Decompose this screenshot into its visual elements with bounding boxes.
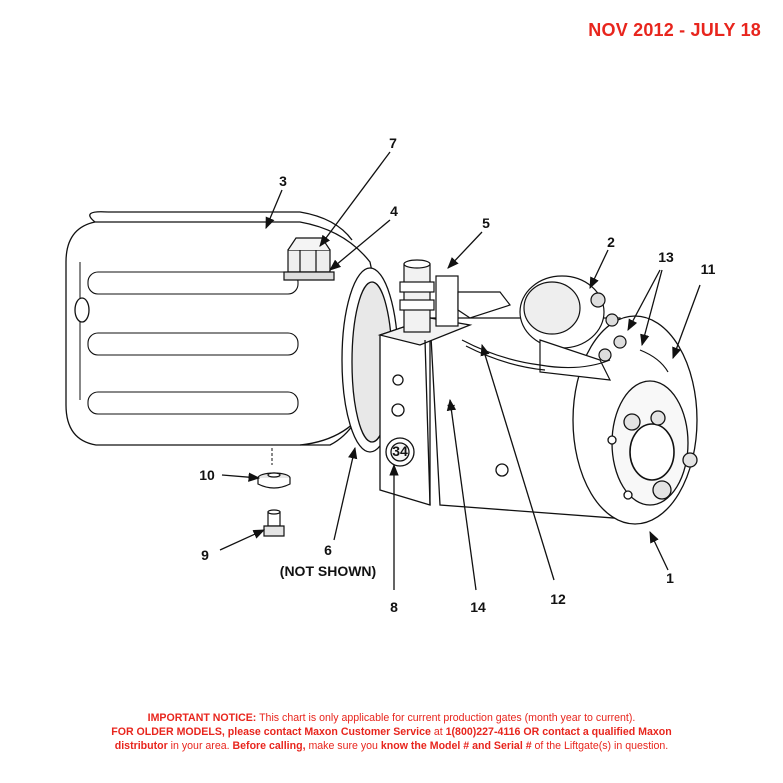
notice-text: make sure you xyxy=(305,740,381,752)
callout-8: 8 xyxy=(390,599,398,615)
callout-3: 3 xyxy=(279,173,287,189)
callout-4: 4 xyxy=(390,203,398,219)
callout-1: 1 xyxy=(666,570,674,586)
suction-fitting xyxy=(263,509,285,537)
notice-distributor: distributor xyxy=(114,740,168,752)
port-stamp: 34 xyxy=(392,443,408,459)
callout-10: 10 xyxy=(199,467,215,483)
callout-5: 5 xyxy=(482,215,490,231)
callout-6-note: (NOT SHOWN) xyxy=(280,563,376,579)
callout-11: 11 xyxy=(701,261,716,277)
power-unit-diagram: 34 ~ xyxy=(65,135,716,615)
notice-text: at xyxy=(430,726,446,738)
notice-phone: 1(800)227-4116 OR contact a qualified Ma… xyxy=(445,726,672,738)
callout-13: 13 xyxy=(658,249,674,265)
start-solenoid xyxy=(519,275,627,381)
callout-9: 9 xyxy=(201,547,209,563)
strainer xyxy=(257,472,291,489)
notice-text: This chart is only applicable for curren… xyxy=(256,712,636,724)
callout-12: 12 xyxy=(550,591,566,607)
notice-text: of the Liftgate(s) in question. xyxy=(531,740,669,752)
important-notice: IMPORTANT NOTICE: This chart is only app… xyxy=(0,711,783,753)
leader-lines xyxy=(219,151,701,591)
notice-line-3: distributor in your area. Before calling… xyxy=(0,739,783,753)
notice-model-serial: know the Model # and Serial # xyxy=(380,740,532,752)
date-range: NOV 2012 - JULY 18 xyxy=(588,20,761,40)
reservoir-tank xyxy=(65,211,379,446)
filler-breather-cap xyxy=(283,237,335,281)
callout-6: 6 xyxy=(324,542,332,558)
solenoid-valve-cartridge xyxy=(399,259,511,333)
notice-text: in your area. xyxy=(167,740,233,752)
notice-heading: IMPORTANT NOTICE: xyxy=(147,712,257,724)
notice-before-calling: Before calling, xyxy=(232,740,306,752)
callout-2: 2 xyxy=(607,234,615,250)
notice-line-2: FOR OLDER MODELS, please contact Maxon C… xyxy=(0,725,783,739)
notice-older-models: FOR OLDER MODELS, please contact Maxon C… xyxy=(111,726,431,738)
callout-14: 14 xyxy=(470,599,486,615)
callout-7: 7 xyxy=(389,135,397,151)
notice-line-1: IMPORTANT NOTICE: This chart is only app… xyxy=(0,711,783,725)
